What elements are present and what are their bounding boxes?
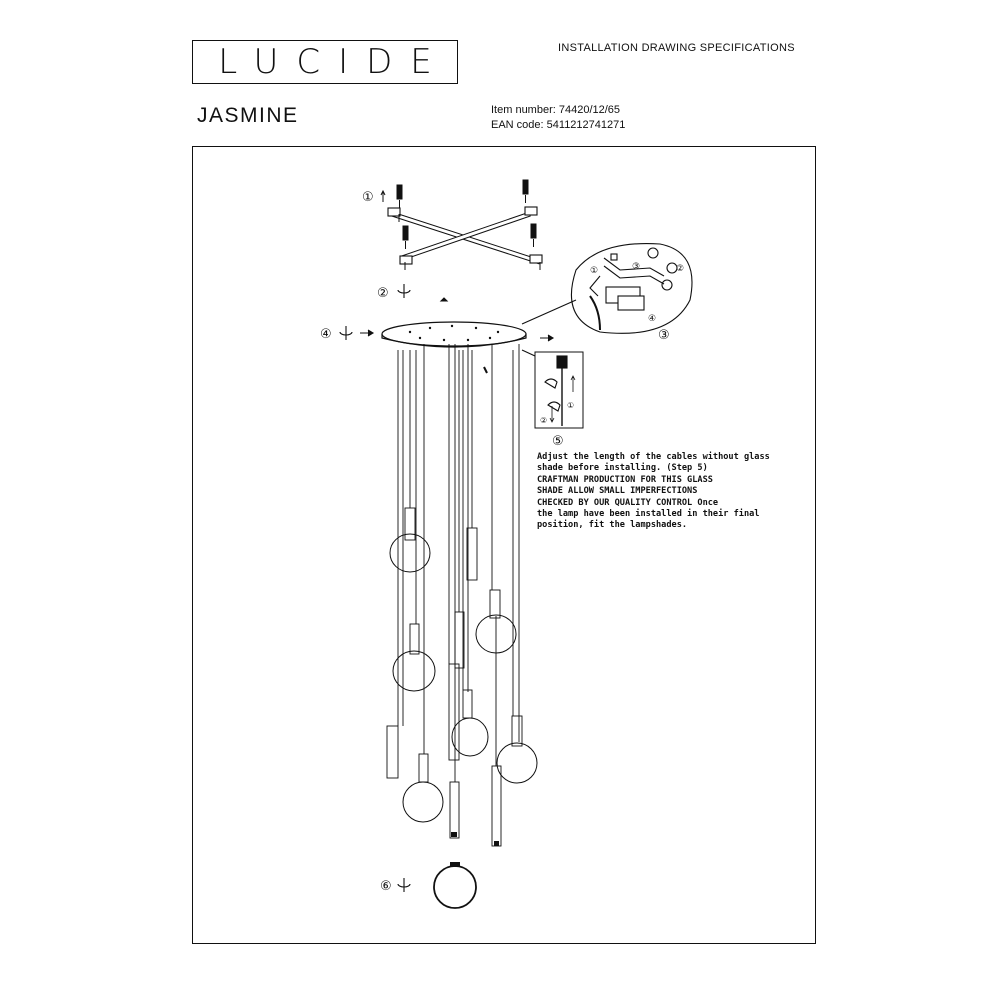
item-number-row: Item number: 74420/12/65 <box>491 103 625 118</box>
wall-plug-screws <box>396 179 541 270</box>
rotate-arrow-icon <box>339 326 375 340</box>
wiring-step-4: ④ <box>648 313 656 323</box>
adjust-step-2: ② <box>540 416 547 425</box>
cable-adjust-detail <box>521 349 584 429</box>
note-line: shade before installing. (Step 5) <box>537 463 708 474</box>
step-5-label: ⑤ <box>552 434 564 449</box>
product-name: JASMINE <box>197 104 299 127</box>
note-line: CRAFTMAN PRODUCTION FOR THIS GLASS <box>537 474 713 485</box>
drawing-frame <box>192 146 816 944</box>
adjust-step-1: ① <box>567 401 574 410</box>
step-4-label: ④ <box>320 327 332 342</box>
note-line: CHECKED BY OUR QUALITY CONTROL Once <box>537 497 719 508</box>
brand-logo-text: LUCIDE <box>218 42 450 82</box>
ean-value: 5411212741271 <box>546 119 626 131</box>
note-line: the lamp have been installed in their fi… <box>537 509 760 520</box>
item-info: Item number: 74420/12/65 EAN code: 54112… <box>491 103 625 133</box>
pendant-cables <box>397 344 520 760</box>
wiring-step-2: ② <box>676 263 684 273</box>
installation-notes: Adjust the length of the cables without … <box>537 452 797 532</box>
step-6-label: ⑥ <box>380 879 392 894</box>
step-3-label: ③ <box>658 328 670 343</box>
rotate-icon <box>397 878 411 892</box>
wiring-step-3: ③ <box>632 261 640 271</box>
globe-shades <box>389 533 538 823</box>
brand-logo: LUCIDE <box>192 40 458 84</box>
ean-row: EAN code: 5411212741271 <box>491 118 625 133</box>
note-line: Adjust the length of the cables without … <box>537 452 770 462</box>
item-number-label: Item number: <box>491 104 556 116</box>
canopy-holes <box>408 324 500 342</box>
ean-label: EAN code: <box>491 119 544 131</box>
wiring-step-1: ① <box>590 265 598 275</box>
screw-icon <box>439 297 449 302</box>
tube-shades <box>386 507 523 847</box>
glass-globe-shade <box>433 862 477 909</box>
item-number-value: 74420/12/65 <box>558 104 621 116</box>
rotate-icon <box>397 284 411 298</box>
wiring-detail <box>521 242 693 334</box>
mounting-bracket <box>387 206 543 265</box>
note-line: position, fit the lampshades. <box>537 520 688 531</box>
note-line: SHADE ALLOW SMALL IMPERFECTIONS <box>537 486 698 497</box>
tube-shade-caps <box>451 832 499 846</box>
step-1-label: ① <box>362 190 374 205</box>
step-2-label: ② <box>377 286 389 301</box>
ceiling-canopy <box>381 321 527 348</box>
document-title: INSTALLATION DRAWING SPECIFICATIONS <box>558 42 795 54</box>
arrow-to-detail <box>540 334 555 342</box>
screw-icon <box>483 366 488 374</box>
